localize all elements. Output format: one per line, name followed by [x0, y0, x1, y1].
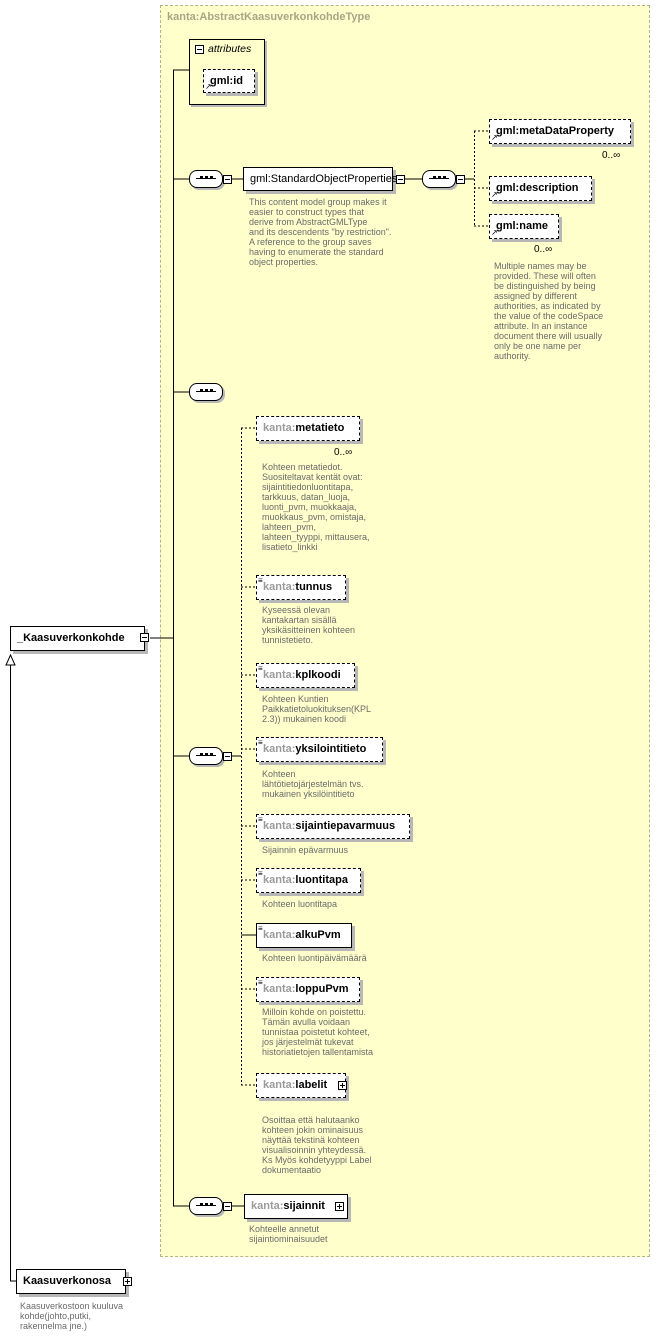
cardinality: 0..∞	[602, 150, 621, 161]
group-documentation: This content model group makes it easier…	[249, 197, 392, 267]
inheritance-arrow-icon	[5, 653, 16, 666]
sequence-compositor-icon	[189, 383, 223, 401]
element-documentation: Kohteen luontipäivämäärä	[262, 953, 367, 963]
element-documentation: Kyseessä olevan kantakartan sisällä yksi…	[262, 605, 356, 645]
group-standard-object-properties[interactable]: gml:StandardObjectProperties	[243, 167, 397, 191]
sequence-compositor-icon	[189, 747, 223, 765]
element-documentation: Osoittaa että halutaanko kohteen jokin o…	[262, 1115, 372, 1175]
expand-icon[interactable]	[123, 1277, 132, 1286]
element-kanta-tunnus[interactable]: kanta:tunnus≡	[256, 575, 346, 600]
element-kanta-metatieto[interactable]: kanta:metatieto	[256, 416, 364, 445]
element-documentation: Sijainnin epävarmuus	[262, 845, 349, 855]
attribute-gml-id[interactable]: gml:id↗	[203, 69, 255, 93]
element-documentation: Milloin kohde on poistettu. Tämän avulla…	[262, 1007, 374, 1057]
element-documentation: Kaasuverkostoon kuuluva kohde(johto,putk…	[20, 1301, 124, 1331]
element-kanta-yksilointitieto[interactable]: kanta:yksilointitieto≡	[256, 737, 383, 762]
sequence-collapse-icon[interactable]	[223, 175, 232, 184]
root-collapse-icon[interactable]	[140, 633, 149, 642]
type-title: kanta:AbstractKaasuverkonkohdeType	[167, 11, 371, 23]
element-documentation: Kohteelle annetut sijaintiominaisuudet	[249, 1224, 328, 1244]
element-kanta-sijainnit[interactable]: kanta:sijainnit	[244, 1194, 348, 1219]
cardinality: 0..∞	[534, 244, 553, 255]
element-documentation: Kohteen Kuntien Paikkatietoluokituksen(K…	[262, 694, 372, 724]
sequence-collapse-icon[interactable]	[223, 752, 232, 761]
element-documentation: Kohteen metatiedot. Suositeltavat kentät…	[262, 462, 370, 552]
element-gml-description[interactable]: gml:description↗	[489, 176, 592, 201]
sequence-compositor-icon	[422, 170, 456, 188]
element-kanta-alkupvm[interactable]: kanta:alkuPvm≡	[256, 923, 352, 948]
cardinality: 0..∞	[334, 447, 353, 458]
element-documentation: Kohteen lähtötietojärjestelmän tvs. muka…	[262, 769, 364, 799]
element-documentation: Multiple names may be provided. These wi…	[494, 261, 604, 361]
element-documentation: Kohteen luontitapa	[262, 899, 338, 909]
derived-element-kaasuverkonosa[interactable]: Kaasuverkonosa	[16, 1269, 126, 1294]
sequence-collapse-icon[interactable]	[456, 175, 465, 184]
group-collapse-icon[interactable]	[396, 175, 405, 184]
sequence-compositor-icon	[189, 1197, 223, 1215]
element-gml-metadataproperty[interactable]: gml:metaDataProperty↗	[489, 119, 635, 148]
element-kanta-sijaintiepavarmuus[interactable]: kanta:sijaintiepavarmuus≡	[256, 814, 410, 839]
sequence-collapse-icon[interactable]	[223, 1202, 232, 1211]
element-kanta-loppupvm[interactable]: kanta:loppuPvm≡	[256, 977, 360, 1002]
attributes-label: attributes	[208, 43, 252, 55]
expand-icon[interactable]	[335, 1202, 344, 1211]
root-element-kaasuverkonkohde[interactable]: _Kaasuverkonkohde	[10, 626, 145, 651]
sequence-compositor-icon	[189, 170, 223, 188]
expand-icon[interactable]	[338, 1081, 347, 1090]
element-kanta-kplkoodi[interactable]: kanta:kplkoodi≡	[256, 663, 355, 688]
element-kanta-labelit[interactable]: kanta:labelit	[256, 1073, 346, 1098]
element-gml-name[interactable]: gml:name↗	[489, 214, 563, 243]
attributes-collapse-icon[interactable]	[195, 45, 204, 54]
element-kanta-luontitapa[interactable]: kanta:luontitapa≡	[256, 868, 361, 893]
